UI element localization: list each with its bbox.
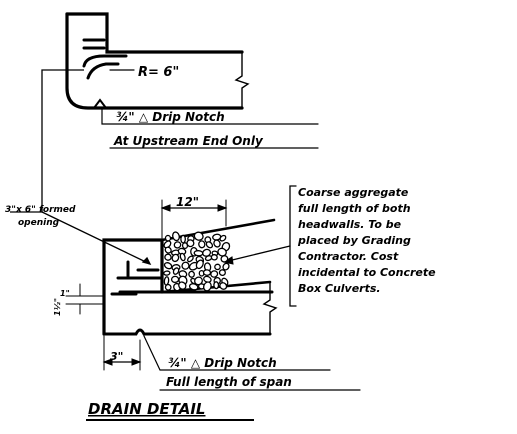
dim-12-label: 12" — [176, 195, 199, 209]
aggregate-stone — [213, 239, 221, 248]
aggregate-bracket — [289, 185, 297, 307]
aggregate-stone — [222, 262, 230, 271]
dim-3-arrow-left — [102, 358, 113, 366]
aggregate-stone — [172, 267, 180, 275]
dim-12-arrow-right — [217, 204, 228, 212]
formed-opening-leader — [10, 69, 152, 266]
aggregate-note-2: full length of both — [298, 202, 411, 215]
top-drip-leader — [101, 107, 319, 125]
top-break-line — [234, 51, 250, 109]
top-section — [65, 12, 319, 149]
aggregate-stone — [178, 281, 187, 290]
aggregate-note-6: incidental to Concrete — [298, 266, 436, 279]
aggregate-stone — [198, 240, 206, 249]
top-wall-cap — [65, 12, 244, 54]
aggregate-stone — [163, 240, 172, 249]
aggregate-stone — [186, 255, 194, 263]
aggregate-stone — [164, 253, 172, 261]
aggregate-stone — [188, 270, 195, 278]
dim-1-half-label: 1½" — [53, 298, 62, 316]
aggregate-stone — [214, 263, 221, 271]
dim-12-arrow-left — [160, 204, 171, 212]
aggregate-stone — [164, 283, 172, 291]
aggregate-stone — [180, 234, 186, 244]
aggregate-note-3: headwalls. To be — [298, 218, 402, 231]
bottom-drip-label-2: Full length of span — [166, 375, 292, 389]
top-drip-notch — [93, 98, 107, 109]
aggregate-stone — [218, 269, 226, 277]
dim-3-arrow-right — [131, 358, 142, 366]
drawing-title: DRAIN DETAIL — [88, 400, 205, 418]
aggregate-stone — [193, 231, 204, 241]
aggregate-stone — [210, 270, 219, 278]
aggregate-note-5: Contractor. Cost — [298, 250, 399, 263]
radius-label: R= 6" — [138, 65, 179, 80]
top-drain-pipe — [82, 54, 128, 68]
aggregate-stone — [213, 281, 220, 290]
top-wall-outline — [65, 12, 244, 110]
aggregate-stone — [220, 255, 229, 263]
aggregate-stone — [181, 261, 190, 270]
aggregate-stone — [195, 259, 204, 270]
aggregate-stone — [163, 270, 171, 276]
aggregate-stone — [202, 269, 212, 276]
aggregate-stone — [210, 254, 218, 261]
aggregate-leader — [223, 245, 291, 263]
aggregate-stone — [170, 275, 180, 284]
aggregate-stone — [179, 252, 186, 262]
aggregate-stone — [188, 283, 199, 291]
bottom-break-line — [262, 281, 278, 335]
aggregate-note-1: Coarse aggregate — [298, 186, 409, 199]
aggregate-stone — [186, 239, 195, 248]
formed-opening-label-2: opening — [18, 218, 60, 228]
aggregate-stone — [173, 241, 182, 249]
aggregate-stone — [193, 250, 204, 257]
dim-3-label: 3" — [110, 350, 123, 363]
aggregate-stone — [171, 253, 180, 263]
aggregate-stone — [219, 282, 228, 290]
aggregate-stone — [203, 281, 212, 292]
aggregate-stone — [217, 247, 227, 257]
dim-1-label: 1" — [60, 289, 70, 298]
bottom-drip-leader — [143, 335, 331, 371]
aggregate-stone — [163, 262, 173, 270]
aggregate-stone — [205, 241, 214, 249]
top-drip-label-1: ¾" △ Drip Notch — [116, 110, 225, 124]
aggregate-stone — [219, 234, 227, 242]
aggregate-stone — [172, 231, 180, 242]
formed-opening-label-1: 3"x 6" formed — [5, 205, 76, 215]
aggregate-stone — [164, 246, 172, 254]
headwall-outline — [102, 238, 164, 336]
aggregate-note-4: placed by Grading — [297, 234, 411, 247]
bottom-slab-bottom — [102, 328, 272, 336]
top-drip-label-2: At Upstream End Only — [113, 134, 264, 148]
bottom-drip-label-1: ¾" △ Drip Notch — [168, 356, 277, 370]
aggregate-note-7: Box Culverts. — [298, 282, 381, 295]
aggregate-fill — [163, 231, 231, 292]
top-drain-pipe-inner — [86, 62, 120, 80]
